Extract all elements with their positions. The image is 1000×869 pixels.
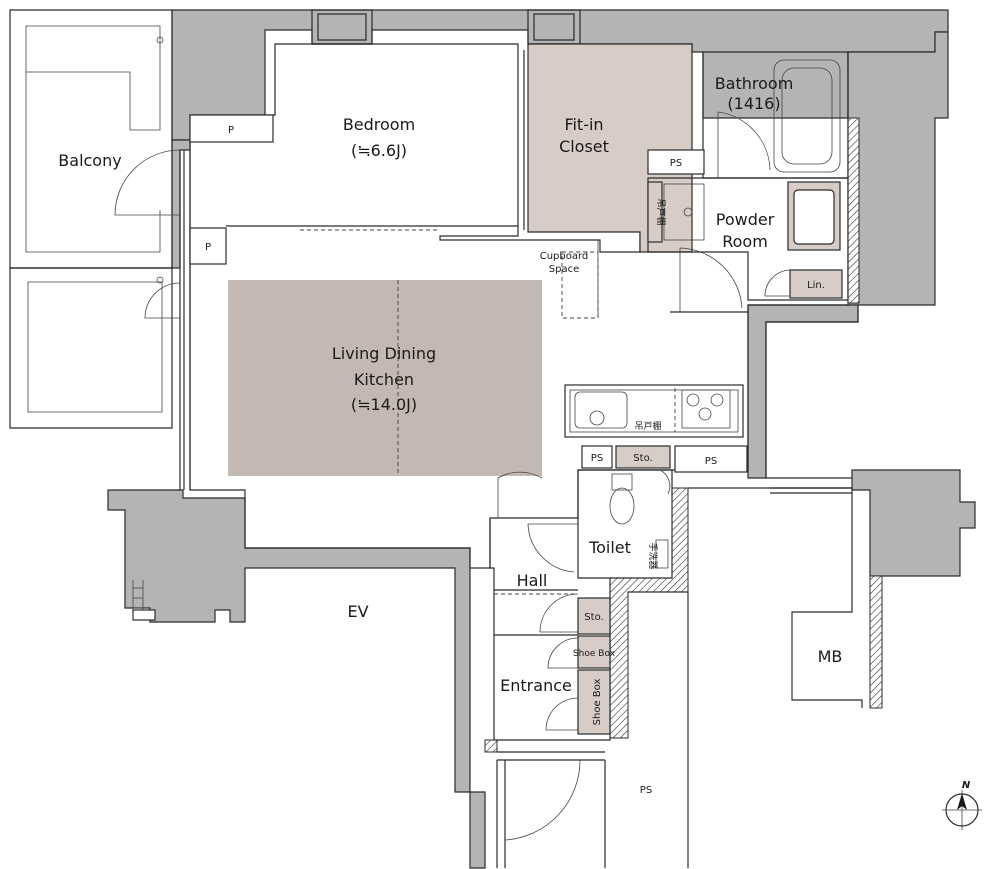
room-label-balcony: Balcony	[58, 151, 121, 170]
room-size-bedroom: (≒6.6J)	[351, 141, 407, 160]
balcony-lower-inner	[27, 281, 163, 413]
shoe-box-label-1: Shoe Box	[573, 649, 616, 659]
wall-left-lower	[107, 489, 471, 793]
room-label-cupboard-2: Space	[549, 264, 579, 275]
toilet-door	[527, 523, 578, 573]
room-label-powder-1: Powder	[716, 210, 775, 229]
basin-drain	[683, 207, 693, 217]
stove-icon	[681, 389, 731, 429]
sto-box-hall	[577, 597, 611, 635]
sto-label-top: Sto.	[633, 453, 652, 464]
corridor-ps	[604, 591, 689, 868]
p-box-mid	[189, 227, 227, 265]
room-label-entrance: Entrance	[500, 676, 572, 695]
room-size-ldk: (≒14.0J)	[351, 395, 417, 414]
balcony-door-swing-2	[144, 282, 181, 319]
ldk-door	[497, 471, 543, 518]
room-label-hall: Hall	[517, 571, 548, 590]
room-label-cupboard-1: Cupboard	[540, 251, 589, 262]
shoe-box-label-2: Shoe Box	[592, 679, 603, 726]
shoebox-door-swing	[547, 637, 579, 669]
sto-door-swing	[539, 593, 579, 633]
lin-label: Lin.	[807, 280, 825, 291]
room-label-closet-2: Closet	[559, 137, 609, 156]
ps-box-bath	[647, 149, 705, 175]
sink-drain	[589, 410, 605, 426]
ps-box-right	[674, 445, 748, 473]
room-label-ldk-2: Kitchen	[354, 370, 414, 389]
linen-door	[764, 269, 791, 297]
powder-walls	[647, 177, 849, 301]
shoebox2-door-swing	[545, 697, 579, 731]
hatch-toilet-right	[609, 487, 689, 739]
bathroom-door	[717, 111, 771, 178]
ladder-icon	[132, 580, 156, 621]
room-label-closet-1: Fit-in	[564, 115, 603, 134]
hatch-entrance	[484, 739, 498, 753]
washbasin	[663, 183, 705, 241]
north-compass-icon	[942, 790, 982, 830]
ps-label-corridor: PS	[640, 785, 652, 796]
washer	[793, 189, 835, 245]
unit-interior	[189, 140, 859, 569]
toilet-door-2	[659, 469, 671, 495]
linen-box	[789, 269, 843, 299]
wall-balcony-side	[171, 139, 191, 269]
bathtub	[773, 59, 841, 173]
wall-right-lower	[851, 469, 976, 577]
closet-area	[527, 43, 693, 253]
bedroom-walls	[265, 43, 641, 253]
kitchen-counter-inner	[569, 389, 739, 433]
shoe-box-2	[577, 669, 611, 735]
bedroom-window	[311, 9, 373, 45]
room-label-mb: MB	[818, 647, 843, 666]
entrance-door	[497, 751, 605, 761]
north-label: N	[962, 780, 971, 791]
toilet-bowl	[609, 487, 635, 525]
toilet-tank	[611, 473, 633, 491]
room-label-ev: EV	[347, 602, 368, 621]
powder-door	[679, 247, 743, 312]
shoe-box-1	[577, 635, 611, 669]
bathtub-inner	[781, 67, 833, 165]
balcony-outline	[9, 9, 173, 269]
hatch-right-bath	[847, 117, 860, 304]
drain-icon-2	[156, 276, 164, 284]
room-label-toilet: Toilet	[588, 538, 631, 557]
drain-icon	[156, 36, 164, 44]
sto-label-hall: Sto.	[584, 612, 603, 623]
p-box-top	[189, 114, 274, 143]
ps-box-small	[581, 445, 613, 469]
room-label-bathroom: Bathroom	[715, 74, 794, 93]
wall-entrance-left	[469, 791, 486, 869]
toilet-walls	[577, 469, 673, 579]
hatch-mb	[869, 575, 883, 709]
tsuri-to-dana-label-kitchen: 吊戸棚	[634, 420, 661, 432]
balcony-lower-outline	[9, 267, 173, 429]
p-label-top: P	[228, 125, 234, 136]
ps-label-small: PS	[591, 453, 603, 464]
room-label-powder-2: Room	[722, 232, 768, 251]
unit-window-wall	[179, 150, 191, 490]
room-size-bathroom: (1416)	[727, 94, 780, 113]
sto-box-top	[615, 445, 671, 469]
ps-label-right: PS	[705, 456, 717, 467]
ldk-floor	[228, 280, 542, 476]
entrance-door-swing	[504, 759, 581, 841]
sink	[574, 391, 628, 429]
mb-walls	[688, 477, 863, 708]
tearai-label: 手洗器	[647, 542, 659, 569]
tsuri-to-dana-label-powder: 吊戸棚	[655, 198, 667, 225]
balcony-inner	[25, 25, 161, 253]
hand-wash	[655, 539, 669, 569]
balcony-door-swing	[114, 149, 181, 216]
room-label-ldk-1: Living Dining	[332, 344, 436, 363]
room-label-bedroom: Bedroom	[343, 115, 415, 134]
ps-label-bath: PS	[670, 158, 682, 169]
p-label-mid: P	[205, 242, 211, 253]
shelf-left	[647, 181, 663, 243]
